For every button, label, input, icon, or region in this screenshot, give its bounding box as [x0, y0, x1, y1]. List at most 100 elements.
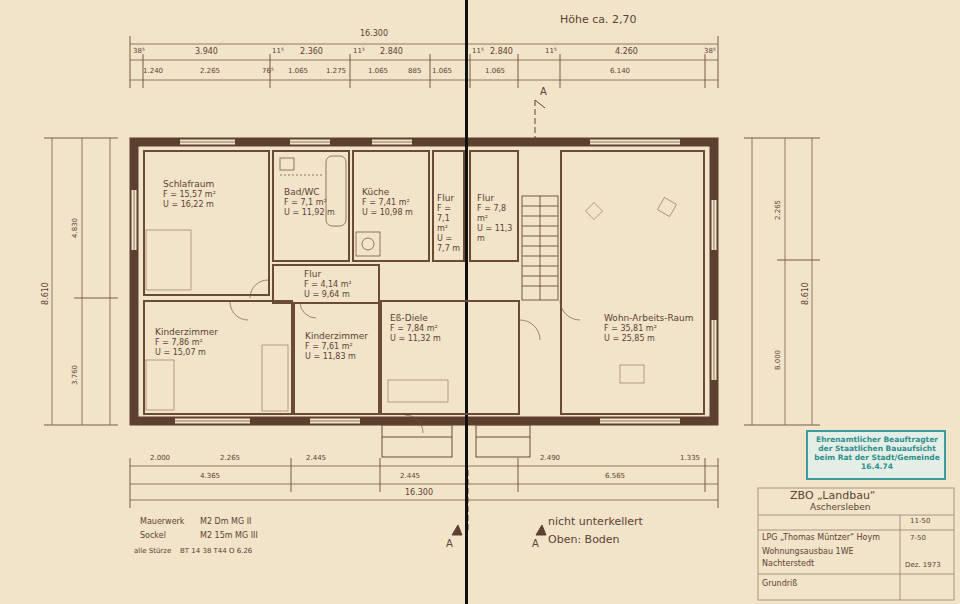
plan-label: 11⁵ — [472, 48, 484, 56]
room-box: Wohn-Arbeits-RaumF = 35,81 m²U = 25,85 m — [560, 150, 705, 415]
room-name: Flur — [477, 192, 515, 204]
plan-label: 1.065 — [368, 68, 388, 76]
room-box: Bad/WCF = 7,1 m²U = 11,92 m — [272, 150, 350, 262]
room-area: F = 7,84 m² — [390, 324, 516, 334]
room-area: U = 16,22 m — [163, 200, 266, 210]
plan-label: A — [446, 538, 453, 549]
room-area: F = 4,14 m² — [304, 280, 376, 290]
plan-label: 2.265 — [220, 455, 240, 463]
plan-label: Nachterstedt — [762, 560, 814, 569]
plan-label: 1.065 — [288, 68, 308, 76]
plan-label: LPG „Thomas Müntzer“ Hoym — [762, 534, 880, 543]
room-area: U = 11,92 m — [284, 208, 346, 218]
room-box: FlurF = 4,14 m²U = 9,64 m — [272, 264, 380, 304]
plan-label: A — [532, 538, 539, 549]
room-area: U = 11,3 m — [477, 224, 515, 244]
plan-label: 11⁵ — [353, 48, 365, 56]
room-area: 16.4.74 — [812, 462, 942, 471]
plan-label: 38⁵ — [704, 48, 716, 56]
plan-label: A — [540, 86, 547, 97]
room-area: U = 10,98 m — [362, 208, 426, 218]
plan-label: 11-50 — [910, 518, 930, 526]
plan-label: 2.445 — [400, 473, 420, 481]
approval-stamp: Ehrenamtlicher Beauftragter der Staatlic… — [806, 430, 946, 480]
plan-label: 3.940 — [195, 48, 218, 57]
room-area: F = 7,41 m² — [362, 198, 426, 208]
plan-label: Dez. 1973 — [905, 562, 941, 570]
plan-label: ZBO „Landbau“ — [790, 490, 876, 502]
plan-label: Wohnungsausbau 1WE — [762, 548, 854, 557]
plan-label: 2.490 — [540, 455, 560, 463]
plan-label: 2.840 — [380, 48, 403, 57]
room-name: Kinderzimmer — [305, 330, 376, 342]
plan-label: 38⁵ — [133, 48, 145, 56]
room-area: U = 11,32 m — [390, 334, 516, 344]
plan-label: alle Stürze — [134, 548, 171, 556]
plan-label: M2 Dm MG II — [200, 518, 251, 527]
plan-label: Höhe ca. 2,70 — [560, 14, 637, 26]
room-name: Wohn-Arbeits-Raum — [604, 312, 701, 324]
room-box: Eß-DieleF = 7,84 m²U = 11,32 m — [380, 300, 520, 415]
room-area: F = 7,86 m² — [155, 338, 289, 348]
plan-label: 4.365 — [200, 473, 220, 481]
plan-label: 1.335 — [680, 455, 700, 463]
dimension-vertical: 2.265 — [775, 200, 783, 220]
plan-label: 2.000 — [150, 455, 170, 463]
room-area: U = 25,85 m — [604, 334, 701, 344]
room-name: Schlafraum — [163, 178, 266, 190]
plan-label: nicht unterkellert — [548, 516, 643, 528]
room-name: Flur — [304, 268, 376, 280]
room-area: F = 15,57 m² — [163, 190, 266, 200]
dimension-vertical: 8.000 — [775, 350, 783, 370]
plan-label: 2.840 — [490, 48, 513, 57]
plan-label: 1.240 — [143, 68, 163, 76]
room-area: F = 7,1 m² — [284, 198, 346, 208]
plan-label: 11⁵ — [545, 48, 557, 56]
room-box: SchlafraumF = 15,57 m²U = 16,22 m — [143, 150, 270, 296]
plan-label: 4.260 — [615, 48, 638, 57]
plan-label: 6.140 — [610, 68, 630, 76]
plan-label: Oben: Boden — [548, 534, 620, 546]
plan-label: 11⁵ — [272, 48, 284, 56]
dimension-vertical: 8.610 — [42, 282, 51, 305]
room-box: KinderzimmerF = 7,61 m²U = 11,83 m — [293, 302, 380, 415]
plan-label: 16.300 — [360, 30, 388, 39]
room-name: Küche — [362, 186, 426, 198]
plan-label: 7-50 — [910, 535, 926, 543]
plan-label: Aschersleben — [810, 503, 870, 513]
room-area: U = 9,64 m — [304, 290, 376, 300]
room-area: F = 7,61 m² — [305, 342, 376, 352]
room-area: U = 15,07 m — [155, 348, 289, 358]
plan-label: M2 15m MG III — [200, 532, 258, 541]
plan-label: 6.565 — [605, 473, 625, 481]
plan-label: 76⁵ — [262, 68, 274, 76]
plan-label: 885 — [408, 68, 421, 76]
plan-label: 1.275 — [326, 68, 346, 76]
room-name: Eß-Diele — [390, 312, 516, 324]
room-name: Bad/WC — [284, 186, 346, 198]
room-name: Ehrenamtlicher Beauftragter der Staatlic… — [812, 435, 942, 462]
room-box: KücheF = 7,41 m²U = 10,98 m — [352, 150, 430, 262]
room-area: F = 7,1 m² — [437, 204, 461, 234]
plan-label: 1.065 — [485, 68, 505, 76]
plan-label: 1.065 — [432, 68, 452, 76]
plan-label: BT 14 38 T44 O 6.26 — [180, 548, 252, 556]
plan-label: 2.265 — [200, 68, 220, 76]
room-box: FlurF = 7,8 m²U = 11,3 m — [469, 150, 519, 262]
room-box: KinderzimmerF = 7,86 m²U = 15,07 m — [143, 300, 293, 415]
dimension-vertical: 3.760 — [72, 365, 80, 385]
room-name: Kinderzimmer — [155, 326, 289, 338]
dimension-vertical: 4.830 — [72, 218, 80, 238]
room-area: F = 35,81 m² — [604, 324, 701, 334]
room-name: Flur — [437, 192, 461, 204]
plan-label: 2.445 — [306, 455, 326, 463]
plan-label: 2.360 — [300, 48, 323, 57]
plan-label: Mauerwerk — [140, 518, 184, 527]
dimension-vertical: 8.610 — [802, 282, 811, 305]
room-box: FlurF = 7,1 m²U = 7,7 m — [432, 150, 465, 262]
plan-label: 16.300 — [405, 489, 433, 498]
plan-label: Sockel — [140, 532, 166, 541]
room-area: F = 7,8 m² — [477, 204, 515, 224]
plan-label: Grundriß — [762, 580, 797, 589]
room-area: U = 11,83 m — [305, 352, 376, 362]
